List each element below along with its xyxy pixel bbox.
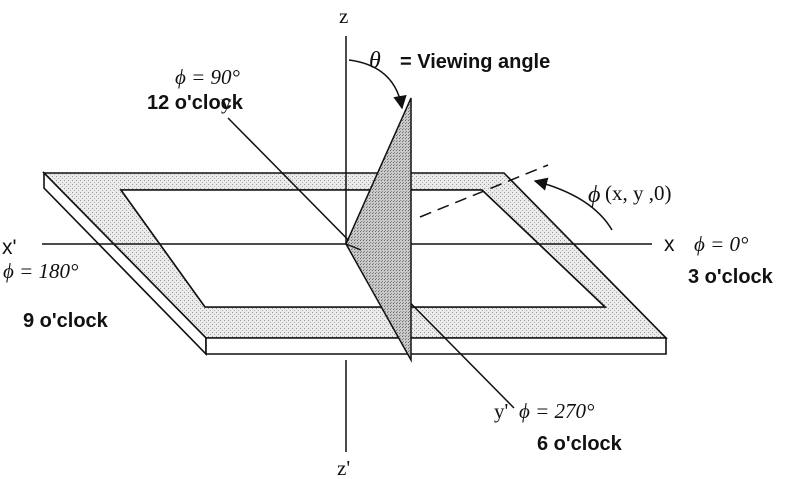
clock-6-label: 6 o'clock (537, 433, 623, 455)
direction-line (419, 164, 549, 218)
phi-arc-arrow (533, 177, 613, 231)
viewing-angle-label: = Viewing angle (400, 51, 550, 73)
x-prime-axis-label: x' (2, 236, 17, 259)
theta-symbol: θ (369, 48, 381, 74)
theta-arc-arrow (348, 59, 407, 110)
z-prime-axis-label: z' (337, 456, 350, 479)
angle-90-label: ϕ = 90° (175, 65, 241, 89)
y-axis-label: y (221, 90, 232, 114)
viewing-triangle (345, 97, 412, 363)
clock-9-label: 9 o'clock (23, 310, 109, 332)
y-prime-axis-label: y' (494, 399, 508, 423)
angle-270-label: ϕ = 270° (519, 399, 595, 423)
angle-0-label: ϕ = 0° (694, 232, 749, 256)
clock-12-label: 12 o'clock (147, 92, 244, 114)
direction-coords: (x, y ,0) (605, 181, 672, 205)
direction-phi-symbol: ϕ (588, 182, 600, 208)
clock-3-label: 3 o'clock (688, 266, 774, 288)
angle-180-label: ϕ = 180° (3, 259, 79, 283)
display-panel (42, 171, 668, 356)
viewing-triangle-base (345, 243, 362, 251)
x-axis-label: x (664, 233, 675, 256)
viewing-plane (345, 97, 412, 363)
panel-edge-front (205, 337, 667, 355)
z-axis-label: z (339, 4, 348, 28)
